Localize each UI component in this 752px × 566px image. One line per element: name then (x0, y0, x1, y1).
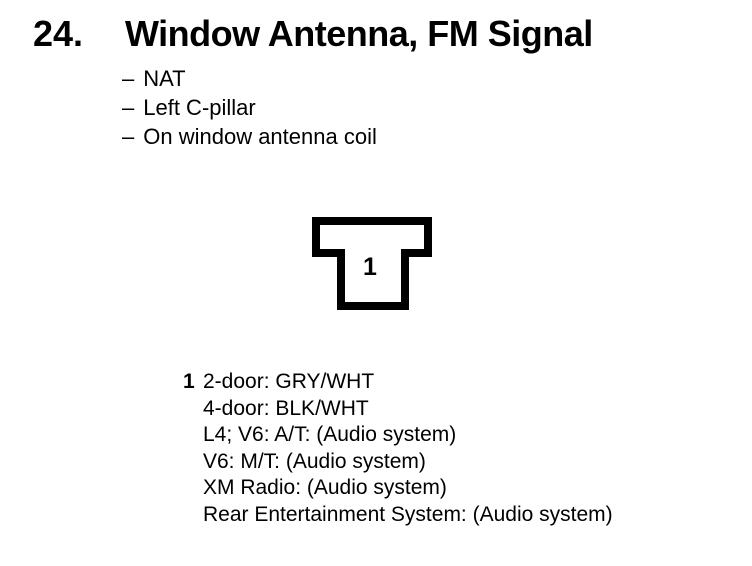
legend-entry: 2-door: GRY/WHT (203, 370, 375, 393)
location-bullet-list: –NAT –Left C-pillar –On window antenna c… (122, 64, 377, 151)
legend-entry: L4; V6: A/T: (Audio system) (203, 423, 457, 446)
page-title: Window Antenna, FM Signal (125, 13, 593, 54)
connector-outline (312, 217, 432, 310)
bullet-dash: – (122, 95, 135, 120)
legend-entry: V6: M/T: (Audio system) (203, 449, 426, 473)
connector-diagram: 1 (312, 217, 432, 310)
bullet-text: Left C-pillar (143, 95, 256, 120)
legend-entry: 4-door: BLK/WHT (203, 396, 369, 420)
list-item: –NAT (122, 64, 377, 93)
legend-entry: Rear Entertainment System: (Audio system… (203, 502, 613, 526)
legend-entry: XM Radio: (Audio system) (203, 476, 447, 499)
bullet-text: NAT (143, 66, 186, 91)
list-item: –On window antenna coil (122, 122, 377, 151)
bullet-dash: – (122, 66, 135, 91)
bullet-dash: – (122, 124, 135, 149)
pin-legend: 2-door: GRY/WHT 4-door: BLK/WHT L4; V6: … (203, 369, 613, 528)
connector-pin-number: 1 (363, 253, 377, 281)
bullet-text: On window antenna coil (143, 124, 377, 149)
list-item: –Left C-pillar (122, 93, 377, 122)
legend-pin-number: 1 (183, 370, 195, 393)
section-number: 24. (33, 13, 84, 54)
